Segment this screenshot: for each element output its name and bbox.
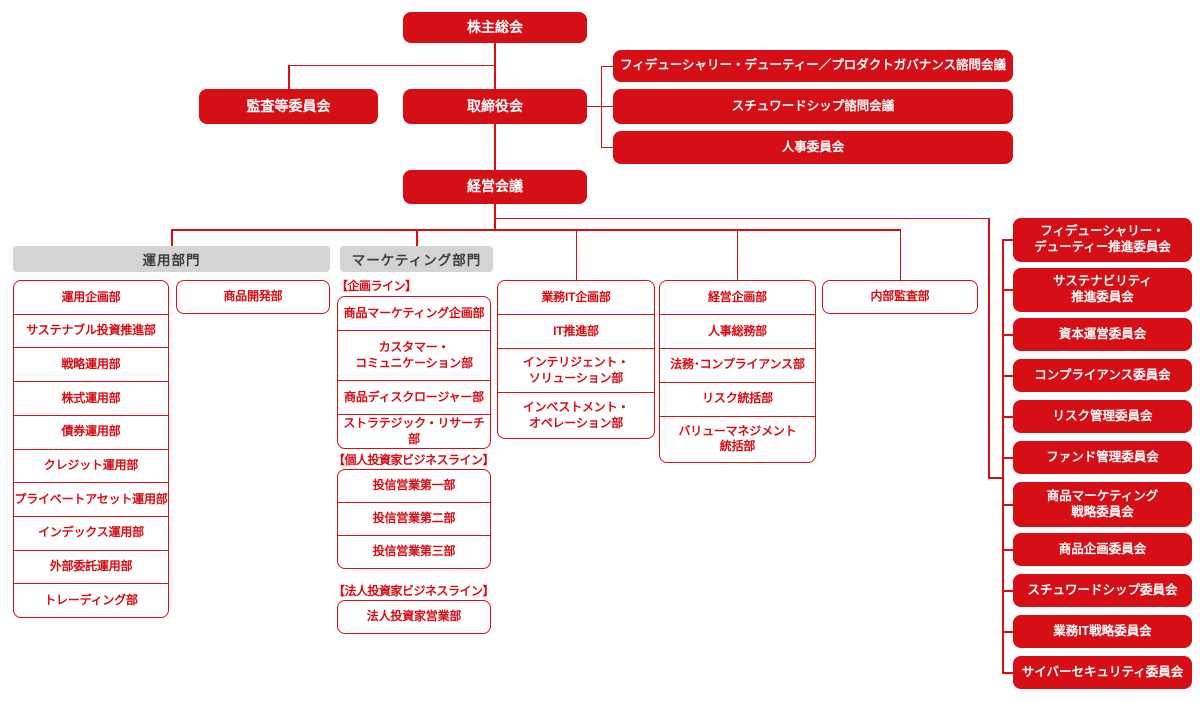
connector-line <box>494 124 496 170</box>
group-label-planning-line: 【企画ライン】 <box>336 279 417 293</box>
connector-line <box>171 229 173 247</box>
committee-risk-management: リスク管理委員会 <box>1013 400 1192 433</box>
connector-line <box>600 65 614 67</box>
dept-box: サステナブル投資推進部 <box>14 313 168 348</box>
connector-line <box>1002 590 1014 592</box>
committee-capital-management: 資本運営委員会 <box>1013 318 1192 351</box>
institutional-business-line-column: 法人投資家営業部 <box>337 600 491 634</box>
division-header-marketing: マーケティング部門 <box>340 246 493 272</box>
connector-line <box>1002 375 1014 377</box>
node-board-of-directors: 取締役会 <box>403 89 587 124</box>
connector-line <box>494 204 496 230</box>
connector-line <box>494 217 990 219</box>
dept-box: 投信営業第一部 <box>372 478 456 493</box>
dept-box: 法務･コンプライアンス部 <box>660 347 815 382</box>
internal-audit-box: 内部監査部 <box>822 280 978 314</box>
node-hr-committee: 人事委員会 <box>613 131 1013 164</box>
connector-line <box>587 105 613 108</box>
dept-box: バリューマネジメント 統括部 <box>660 415 815 462</box>
connector-line <box>600 65 602 148</box>
committee-fund-management: ファンド管理委員会 <box>1013 441 1192 474</box>
dept-box: ストラテジック・リサーチ部 <box>338 414 490 448</box>
dept-box: プライベートアセット運用部 <box>14 482 168 516</box>
committee-cyber-security: サイバーセキュリティ委員会 <box>1013 656 1192 689</box>
connector-line <box>416 229 418 247</box>
dept-box: 株式運用部 <box>14 381 168 415</box>
dept-box: カスタマー・ コミュニケーション部 <box>338 329 490 380</box>
product-development-box: 商品開発部 <box>176 280 330 314</box>
dept-box: 商品開発部 <box>223 289 283 304</box>
connector-line <box>988 477 1003 479</box>
connector-line <box>288 64 495 66</box>
connector-line <box>1002 672 1014 674</box>
connector-line <box>988 217 990 479</box>
connector-line <box>899 229 901 281</box>
committee-product-marketing-strategy: 商品マーケティング 戦略委員会 <box>1013 482 1192 527</box>
node-management-meeting: 経営会議 <box>403 170 587 204</box>
dept-box: 投信営業第三部 <box>338 535 490 568</box>
group-label-retail-business-line: 【個人投資家ビジネスライン】 <box>333 453 495 467</box>
dept-box: IT推進部 <box>498 313 654 348</box>
connector-line <box>1002 457 1014 459</box>
committee-it-strategy: 業務IT戦略委員会 <box>1013 615 1192 648</box>
connector-line <box>1002 416 1014 418</box>
division-header-operations: 運用部門 <box>13 246 330 272</box>
connector-line <box>1002 239 1014 241</box>
connector-line <box>736 229 738 281</box>
dept-box: インデックス運用部 <box>14 515 168 550</box>
dept-box: 商品ディスクロージャー部 <box>338 380 490 414</box>
connector-line <box>288 64 290 90</box>
committee-compliance: コンプライアンス委員会 <box>1013 359 1192 392</box>
committee-product-planning: 商品企画委員会 <box>1013 533 1192 566</box>
node-audit-committee: 監査等委員会 <box>199 89 378 124</box>
connector-line <box>494 43 496 89</box>
dept-box: 経営企画部 <box>707 289 767 304</box>
planning-line-column: 商品マーケティング企画部 カスタマー・ コミュニケーション部 商品ディスクロージ… <box>337 296 491 449</box>
dept-box: インベストメント・ オペレーション部 <box>498 392 654 438</box>
committee-fiduciary-duty: フィデューシャリー・ デューティー推進委員会 <box>1013 218 1192 262</box>
dept-box: 商品マーケティング企画部 <box>343 305 485 320</box>
retail-business-line-column: 投信営業第一部 投信営業第二部 投信営業第三部 <box>337 469 491 569</box>
dept-box: 業務IT企画部 <box>541 289 611 304</box>
dept-box: クレジット運用部 <box>14 448 168 483</box>
group-label-institutional-business-line: 【法人投資家ビジネスライン】 <box>333 584 495 598</box>
corporate-departments-column: 経営企画部 人事総務部 法務･コンプライアンス部 リスク統括部 バリューマネジメ… <box>659 280 816 463</box>
connector-line <box>575 229 577 281</box>
committee-sustainability: サステナビリティ 推進委員会 <box>1013 268 1192 312</box>
it-departments-column: 業務IT企画部 IT推進部 インテリジェント・ ソリューション部 インベストメン… <box>497 280 655 439</box>
operations-departments-column: 運用企画部 サステナブル投資推進部 戦略運用部 株式運用部 債券運用部 クレジッ… <box>13 280 169 618</box>
dept-box: 戦略運用部 <box>14 347 168 381</box>
dept-box: 運用企画部 <box>61 289 121 304</box>
dept-box: 法人投資家営業部 <box>366 609 462 624</box>
dept-box: 債券運用部 <box>14 414 168 449</box>
dept-box: 内部監査部 <box>870 289 930 304</box>
dept-box: リスク統括部 <box>660 381 815 416</box>
committee-stewardship: スチュワードシップ委員会 <box>1013 574 1192 607</box>
connector-line <box>1002 334 1014 336</box>
node-stewardship-advisory: スチュワードシップ諮問会議 <box>613 89 1013 124</box>
connector-line <box>1002 239 1004 673</box>
node-fiduciary-product-governance-advisory: フィデューシャリー・デューティー／プロダクトガバナンス諮問会議 <box>613 50 1013 82</box>
dept-box: 投信営業第二部 <box>338 502 490 535</box>
node-shareholders-meeting: 株主総会 <box>403 12 587 43</box>
dept-box: 外部委託運用部 <box>14 549 168 584</box>
connector-line <box>1002 631 1014 633</box>
connector-line <box>1002 289 1014 291</box>
connector-line <box>1002 549 1014 551</box>
dept-box: 人事総務部 <box>660 313 815 348</box>
connector-line <box>600 146 614 148</box>
connector-line <box>171 229 901 231</box>
dept-box: インテリジェント・ ソリューション部 <box>498 347 654 393</box>
connector-line <box>1002 504 1014 506</box>
dept-box: トレーディング部 <box>14 583 168 617</box>
